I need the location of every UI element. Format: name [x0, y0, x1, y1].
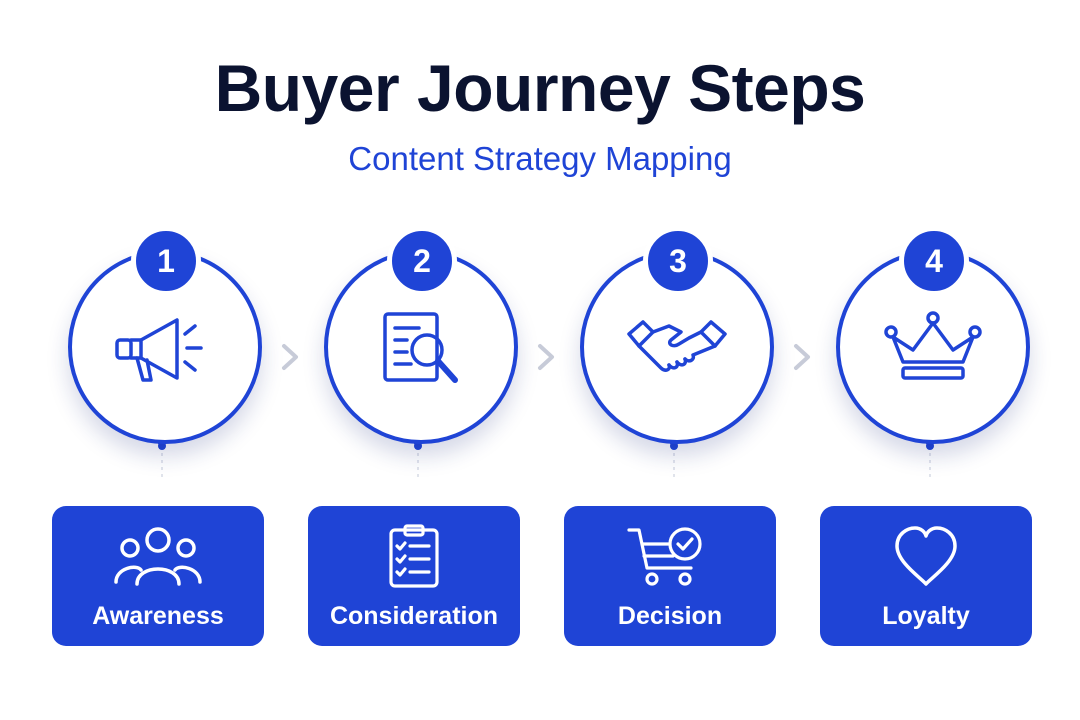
- step-number-badge: 3: [643, 226, 713, 296]
- people-icon: [114, 527, 202, 586]
- step-label: Consideration: [329, 602, 499, 630]
- step-number-badge: 1: [131, 226, 201, 296]
- handshake-icon: [627, 320, 727, 372]
- step-loyalty: 4 Loyalty: [820, 220, 1050, 650]
- step-card: Loyalty: [820, 506, 1032, 646]
- diagram-subtitle: Content Strategy Mapping: [348, 140, 732, 177]
- step-number-badge: 4: [899, 226, 969, 296]
- step-card: Consideration: [308, 506, 520, 646]
- heart-icon: [895, 526, 957, 586]
- step-awareness: 1 Awareness: [52, 220, 282, 650]
- step-card: Decision: [564, 506, 776, 646]
- crown-icon: [884, 311, 982, 380]
- step-number-badge: 2: [387, 226, 457, 296]
- megaphone-icon: [115, 318, 203, 382]
- chevron-right-icon: [538, 344, 554, 370]
- step-label: Awareness: [92, 602, 224, 630]
- clipboard-checklist-icon: [389, 524, 439, 588]
- step-decision: 3 Decision: [564, 220, 794, 650]
- step-consideration: 2 Consideration: [308, 220, 538, 650]
- diagram-title: Buyer Journey Steps: [214, 51, 866, 125]
- cart-check-icon: [627, 527, 702, 586]
- chevron-right-icon: [794, 344, 810, 370]
- chevron-right-icon: [282, 344, 298, 370]
- step-card: Awareness: [52, 506, 264, 646]
- step-label: Loyalty: [882, 602, 970, 630]
- document-search-icon: [383, 312, 458, 383]
- step-label: Decision: [617, 602, 723, 630]
